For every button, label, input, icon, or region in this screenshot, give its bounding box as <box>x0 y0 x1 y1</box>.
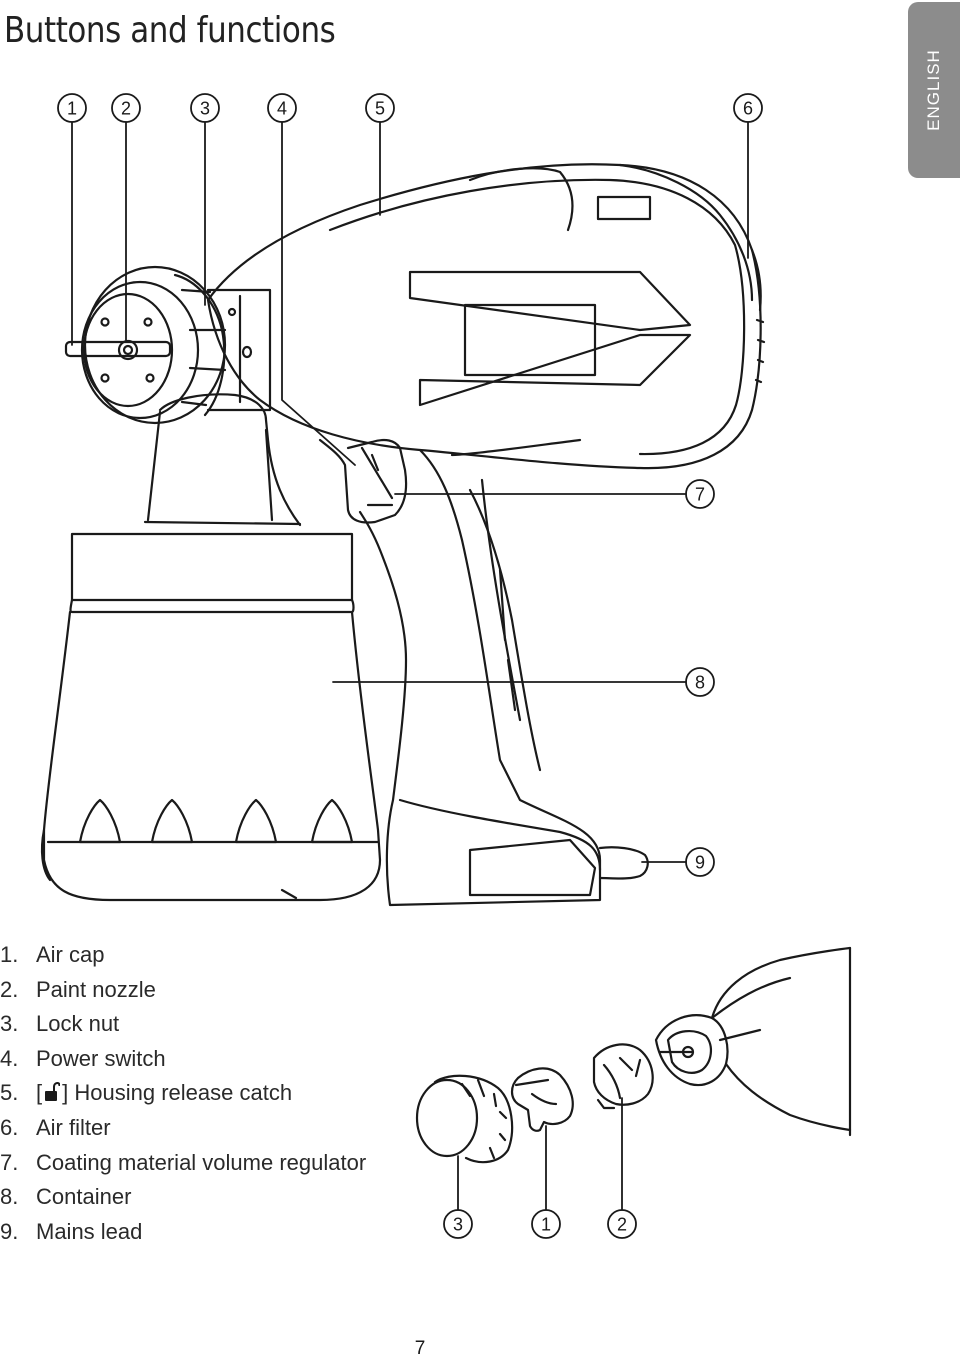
callout-labels: 1 2 3 4 5 6 7 8 9 <box>67 99 753 873</box>
leader-4 <box>281 121 356 466</box>
legend-item-number: 5. <box>0 1080 19 1106</box>
lock-nut-part <box>415 1078 479 1158</box>
callout-label-8: 8 <box>695 673 705 693</box>
paint-nozzle-part <box>592 1043 654 1106</box>
page-number: 7 <box>414 1338 426 1359</box>
callout-leaders <box>71 121 749 863</box>
callout-circle-1 <box>57 93 87 123</box>
legend-item-label: Container <box>36 1184 132 1210</box>
callout-label-1: 1 <box>67 99 77 119</box>
callout-circle-8 <box>685 667 715 697</box>
callout-label-2: 2 <box>121 99 131 119</box>
callout-markers <box>57 93 763 877</box>
legend-item: 9. Mains lead <box>0 1215 366 1250</box>
detail-label-3: 3 <box>453 1215 463 1235</box>
legend-item-number: 3. <box>0 1011 19 1037</box>
callout-circle-7 <box>685 479 715 509</box>
callout-circle-9 <box>685 847 715 877</box>
callout-label-4: 4 <box>277 99 287 119</box>
legend-item: 8. Container <box>0 1180 366 1215</box>
callout-circle-2 <box>111 93 141 123</box>
detail-circle-2 <box>607 1209 637 1239</box>
legend-item-number: 4. <box>0 1045 19 1071</box>
spray-gun-drawing <box>40 163 766 907</box>
legend-bracket-close: ] <box>62 1080 69 1106</box>
detail-label-1: 1 <box>541 1215 551 1235</box>
callout-label-9: 9 <box>695 853 705 873</box>
legend-bracket-open: [ <box>36 1080 43 1106</box>
legend-item: 6. Air filter <box>0 1111 366 1146</box>
detail-label-2: 2 <box>617 1215 627 1235</box>
exploded-nozzle-drawing <box>415 946 852 1164</box>
parts-legend: 1. Air cap 2. Paint nozzle 3. Lock nut 4. Po… <box>0 938 366 1249</box>
detail-labels: 3 1 2 <box>453 1215 627 1235</box>
legend-item-label: Paint nozzle <box>36 976 156 1002</box>
legend-item: 2. Paint nozzle <box>0 973 366 1008</box>
legend-item: 3. Lock nut <box>0 1007 366 1042</box>
detail-markers <box>443 1209 637 1239</box>
callout-circle-3 <box>190 93 220 123</box>
legend-item-label: Air filter <box>36 1114 111 1140</box>
legend-item-label: Housing release catch <box>74 1080 293 1106</box>
callout-label-7: 7 <box>695 485 705 505</box>
legend-item-label: Air cap <box>36 942 105 967</box>
legend-item: 5. [] Housing release catch <box>0 1076 366 1111</box>
callout-label-6: 6 <box>743 99 753 119</box>
legend-item-number: 7. <box>0 1149 19 1175</box>
callout-label-3: 3 <box>200 99 210 119</box>
language-tab: ENGLISH <box>908 2 960 178</box>
unlock-icon <box>44 1078 61 1113</box>
page-title: Buttons and functions <box>4 10 336 51</box>
air-cap-part <box>510 1067 574 1132</box>
legend-item-label: Power switch <box>36 1045 166 1071</box>
legend-item-label: Mains lead <box>36 1218 143 1244</box>
legend-item: 1. Air cap <box>0 938 366 973</box>
legend-item: 4. Power switch <box>0 1042 366 1077</box>
callout-label-5: 5 <box>375 99 385 119</box>
legend-item-number: 9. <box>0 1218 19 1244</box>
detail-leaders <box>457 1097 623 1211</box>
legend-item: 7. Coating material volume regulator <box>0 1146 366 1181</box>
legend-item-label: Lock nut <box>36 1011 120 1037</box>
callout-circle-6 <box>733 93 763 123</box>
detail-circle-1 <box>531 1209 561 1239</box>
callout-circle-5 <box>365 93 395 123</box>
legend-item-number: 1. <box>0 942 19 967</box>
legend-item-number: 8. <box>0 1184 19 1210</box>
detail-circle-3 <box>443 1209 473 1239</box>
legend-item-label: Coating material volume regulator <box>36 1149 367 1175</box>
legend-item-number: 2. <box>0 976 19 1002</box>
legend-item-number: 6. <box>0 1114 19 1140</box>
callout-circle-4 <box>267 93 297 123</box>
